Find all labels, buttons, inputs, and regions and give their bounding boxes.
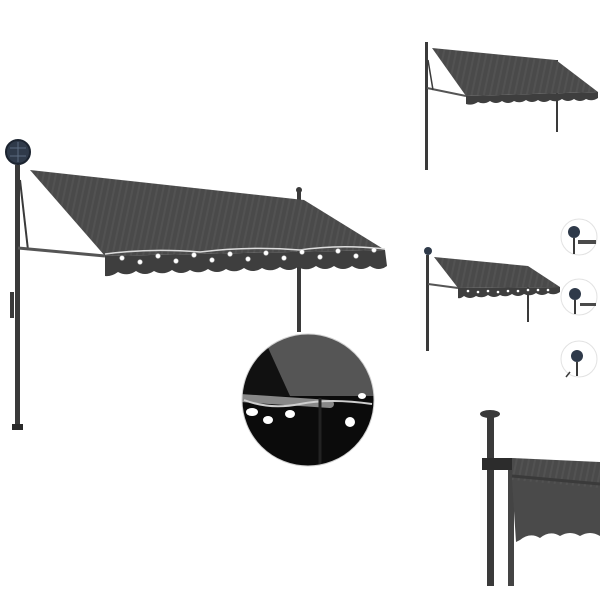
thumbnail-solar-1[interactable] [560, 218, 598, 256]
arm-rod [17, 246, 106, 258]
pole-bracket-icon [482, 458, 512, 470]
main-view[interactable] [5, 139, 387, 430]
solar-panel-icon [569, 288, 581, 300]
led-string [104, 246, 386, 265]
thumbnail-solar-3[interactable] [560, 340, 598, 378]
solar-panel-icon [571, 350, 583, 362]
solar-panel-icon [568, 226, 580, 238]
detail-pole-bracket[interactable] [480, 410, 600, 586]
side-view-lights[interactable] [424, 247, 560, 351]
led-light-icon [246, 393, 366, 427]
front-pole [15, 165, 20, 427]
solar-panel-icon [5, 139, 31, 165]
detail-led-closeup[interactable] [240, 330, 380, 470]
awning-valance [105, 250, 387, 277]
awning-fabric [30, 170, 385, 256]
side-view-top[interactable] [425, 42, 598, 170]
thumbnail-solar-2[interactable] [560, 278, 598, 316]
